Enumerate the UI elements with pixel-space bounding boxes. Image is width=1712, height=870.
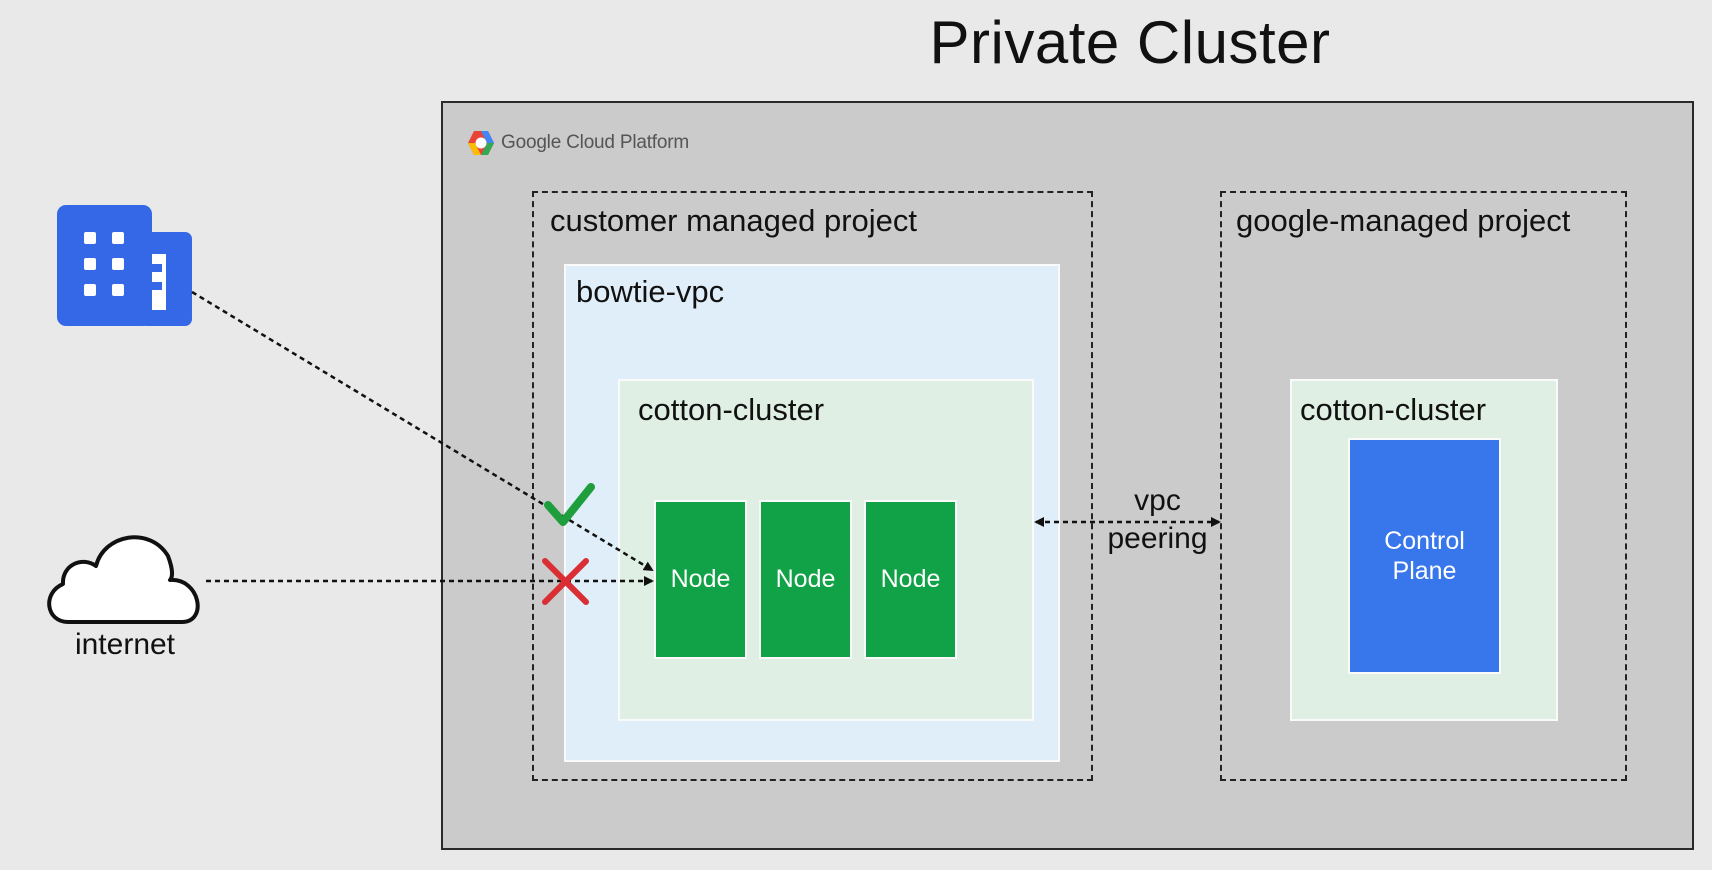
gcp-hexagon-icon <box>468 131 494 155</box>
customer-project-label: customer managed project <box>550 203 918 238</box>
google-project-box <box>1220 191 1627 781</box>
google-cluster-label: cotton-cluster <box>1300 392 1487 427</box>
peering-line-1: vpc <box>1134 484 1181 517</box>
vpc-label: bowtie-vpc <box>576 274 725 309</box>
office-connection-line <box>191 290 654 572</box>
node-3: Node <box>864 500 957 659</box>
internet-label: internet <box>74 628 176 661</box>
node-2: Node <box>759 500 852 659</box>
peering-line-2: peering <box>1107 522 1208 555</box>
control-plane: Control Plane <box>1348 438 1501 674</box>
page-title: Private Cluster <box>929 9 1331 76</box>
cloud-icon <box>47 535 200 624</box>
node-1: Node <box>654 500 747 659</box>
gcp-logo: Google Cloud Platform <box>467 130 689 156</box>
building-icon <box>57 205 192 326</box>
gcp-logo-text: Google Cloud Platform <box>501 132 690 153</box>
control-plane-label: Control Plane <box>1384 527 1465 585</box>
check-icon <box>544 483 595 526</box>
customer-cluster-label: cotton-cluster <box>638 392 825 427</box>
vpc-peering-label: vpc peering <box>1100 482 1215 558</box>
customer-project-box <box>532 191 1093 781</box>
cross-icon <box>542 558 589 605</box>
google-project-label: google-managed project <box>1236 203 1571 238</box>
